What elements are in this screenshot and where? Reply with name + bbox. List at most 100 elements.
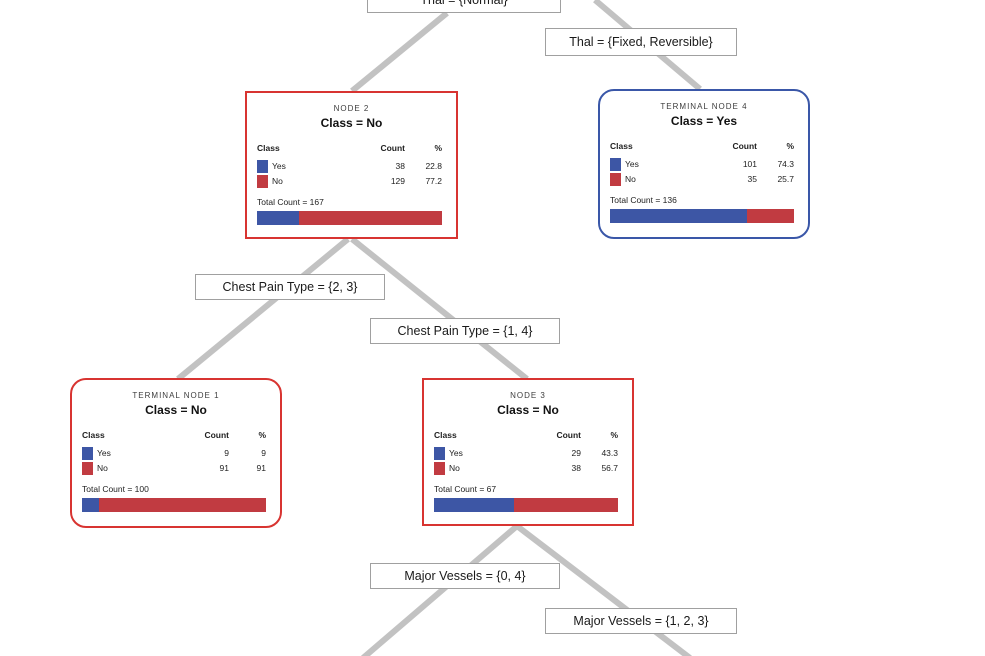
node-class-label: Class = No [497, 403, 559, 417]
table-row: No 129 77.2 [257, 174, 442, 189]
tree-node-2[interactable]: NODE 2 Class = No Class Count % Yes 38 2… [245, 91, 458, 239]
edge-label-chest-pain-1-4: Chest Pain Type = {1, 4} [370, 318, 560, 344]
class-distribution-bar [82, 498, 266, 512]
edge-label-major-vessels-0-4: Major Vessels = {0, 4} [370, 563, 560, 589]
table-header-row: Class Count % [257, 141, 442, 156]
table-row: No 35 25.7 [610, 172, 794, 187]
node-title: TERMINAL NODE 4 [660, 102, 748, 111]
edge-node2-to-node3 [350, 236, 529, 382]
node-stats-table: Class Count % Yes 101 74.3 No 35 25.7 [610, 139, 794, 187]
edge-label-chest-pain-2-3: Chest Pain Type = {2, 3} [195, 274, 385, 300]
table-header-row: Class Count % [610, 139, 794, 154]
node-title: NODE 2 [333, 104, 370, 113]
total-count-label: Total Count = 167 [257, 197, 324, 207]
table-row: Yes 101 74.3 [610, 157, 794, 172]
node-class-label: Class = Yes [670, 114, 738, 128]
class-no-swatch [434, 462, 445, 475]
row-count: 91 [219, 463, 229, 473]
node-stats-table: Class Count % Yes 29 43.3 No 38 56.7 [434, 428, 618, 476]
node-class-label: Class = No [320, 116, 383, 130]
table-row: Yes 29 43.3 [434, 446, 618, 461]
class-no-swatch [257, 175, 268, 188]
node-stats-table: Class Count % Yes 9 9 No 91 91 [82, 428, 266, 476]
col-header-pct: % [258, 430, 266, 440]
bar-segment-no [513, 498, 618, 512]
table-row: No 38 56.7 [434, 461, 618, 476]
bar-segment-no [98, 498, 266, 512]
class-no-swatch [82, 462, 93, 475]
col-header-class: Class [610, 141, 633, 151]
row-label: Yes [272, 161, 286, 171]
col-header-pct: % [610, 430, 618, 440]
row-count: 9 [224, 448, 229, 458]
node-stats-table: Class Count % Yes 38 22.8 No 129 77.2 [257, 141, 442, 189]
edge-label-major-vessels-1-2-3: Major Vessels = {1, 2, 3} [545, 608, 737, 634]
col-header-pct: % [434, 143, 442, 153]
col-header-class: Class [82, 430, 105, 440]
row-count: 129 [390, 176, 405, 186]
col-header-count: Count [732, 141, 757, 151]
table-row: No 91 91 [82, 461, 266, 476]
bar-segment-yes [82, 498, 99, 512]
row-count: 38 [571, 463, 581, 473]
table-row: Yes 9 9 [82, 446, 266, 461]
class-distribution-bar [610, 209, 794, 223]
row-label: No [272, 176, 283, 186]
col-header-count: Count [556, 430, 581, 440]
row-label: Yes [449, 448, 463, 458]
row-label: Yes [625, 159, 639, 169]
class-yes-swatch [257, 160, 268, 173]
row-label: Yes [97, 448, 111, 458]
edge-node3-right-child [515, 523, 692, 656]
table-header-row: Class Count % [82, 428, 266, 443]
edge-node3-left-child [361, 523, 519, 656]
row-label: No [97, 463, 108, 473]
row-pct: 56.7 [601, 463, 618, 473]
edge-label-thal-normal: Thal = {Normal} [367, 0, 561, 13]
row-pct: 25.7 [777, 174, 794, 184]
row-pct: 43.3 [601, 448, 618, 458]
row-label: No [449, 463, 460, 473]
row-count: 38 [395, 161, 405, 171]
class-yes-swatch [434, 447, 445, 460]
bar-segment-no [299, 211, 442, 225]
bar-segment-yes [434, 498, 514, 512]
class-distribution-bar [257, 211, 442, 225]
bar-segment-yes [610, 209, 747, 223]
total-count-label: Total Count = 100 [82, 484, 149, 494]
table-row: Yes 38 22.8 [257, 159, 442, 174]
row-pct: 77.2 [425, 176, 442, 186]
col-header-class: Class [434, 430, 457, 440]
col-header-class: Class [257, 143, 280, 153]
col-header-count: Count [204, 430, 229, 440]
class-yes-swatch [610, 158, 621, 171]
row-pct: 9 [261, 448, 266, 458]
total-count-label: Total Count = 136 [610, 195, 677, 205]
class-yes-swatch [82, 447, 93, 460]
bar-segment-no [746, 209, 794, 223]
node-class-label: Class = No [145, 403, 207, 417]
table-header-row: Class Count % [434, 428, 618, 443]
bar-segment-yes [257, 211, 300, 225]
tree-terminal-node-4[interactable]: TERMINAL NODE 4 Class = Yes Class Count … [598, 89, 810, 239]
edge-label-thal-fixed-reversible: Thal = {Fixed, Reversible} [545, 28, 737, 56]
node-title: NODE 3 [510, 391, 546, 400]
total-count-label: Total Count = 67 [434, 484, 497, 494]
edge-node2-to-terminal1 [176, 236, 350, 382]
row-pct: 74.3 [777, 159, 794, 169]
row-label: No [625, 174, 636, 184]
edge-root-to-node2 [350, 10, 449, 94]
row-pct: 22.8 [425, 161, 442, 171]
col-header-pct: % [786, 141, 794, 151]
row-pct: 91 [256, 463, 266, 473]
class-distribution-bar [434, 498, 618, 512]
row-count: 101 [742, 159, 757, 169]
row-count: 29 [571, 448, 581, 458]
tree-node-3[interactable]: NODE 3 Class = No Class Count % Yes 29 4… [422, 378, 634, 526]
class-no-swatch [610, 173, 621, 186]
node-title: TERMINAL NODE 1 [132, 391, 220, 400]
tree-terminal-node-1[interactable]: TERMINAL NODE 1 Class = No Class Count %… [70, 378, 282, 528]
col-header-count: Count [380, 143, 405, 153]
